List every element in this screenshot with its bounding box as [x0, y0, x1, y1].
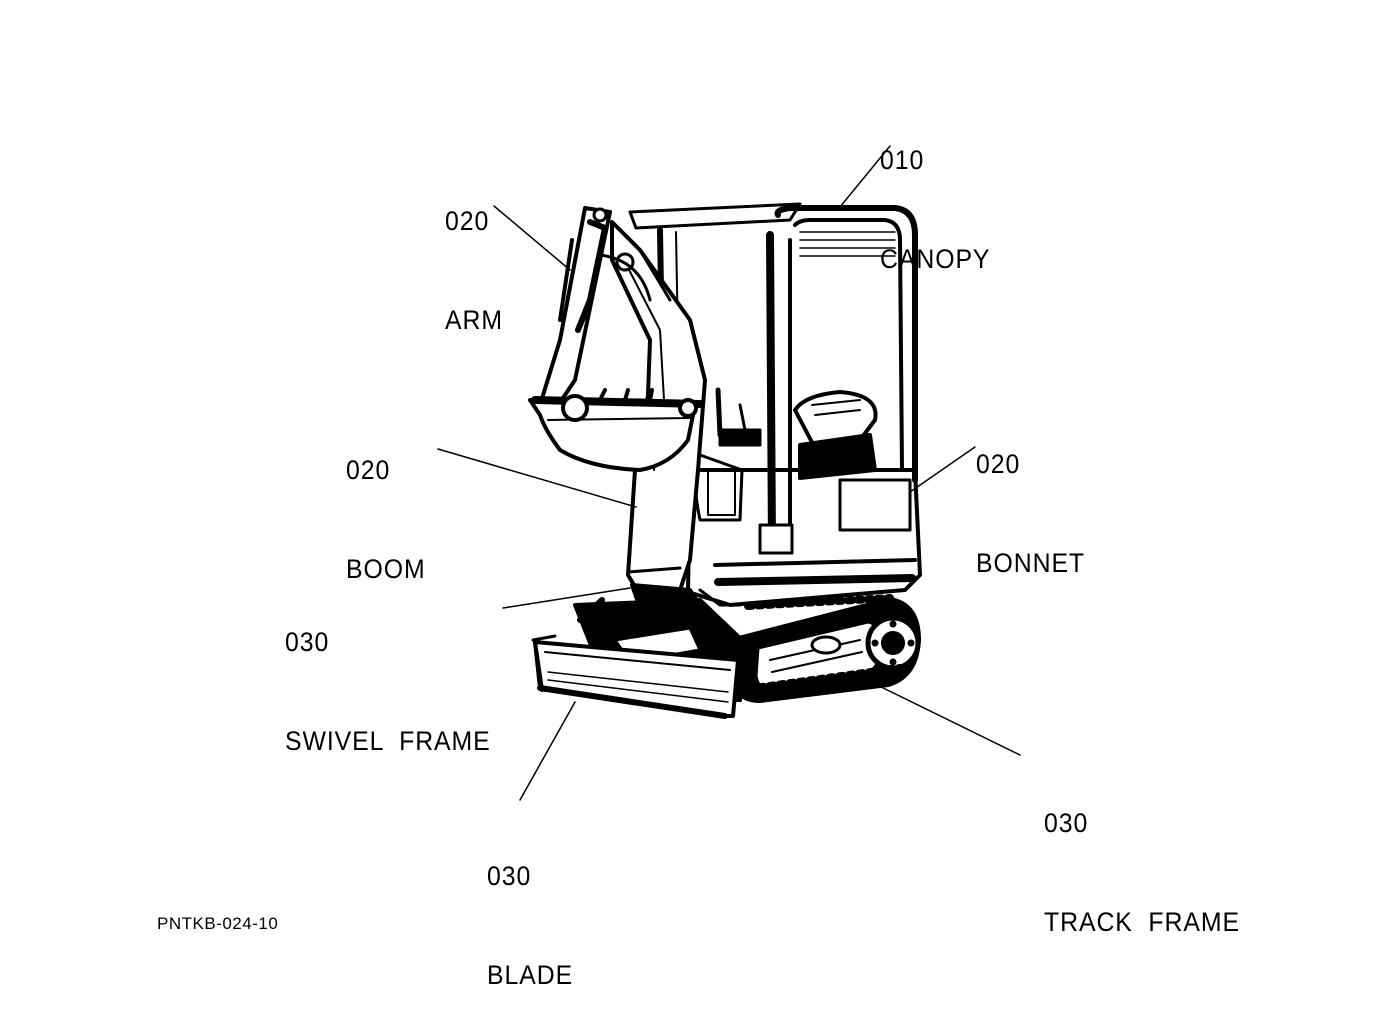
blade-leader-line [519, 701, 576, 801]
arm-callout: 020 ARM [445, 139, 503, 370]
blade-code: 030 [487, 861, 532, 891]
boom-leader-line [437, 448, 637, 508]
arm-drawing [528, 206, 704, 472]
track-frame-name: TRACK FRAME [1044, 907, 1240, 937]
canopy-code: 010 [880, 145, 925, 175]
boom-code: 020 [346, 455, 391, 485]
excavator-diagram [437, 145, 1021, 801]
bonnet-code: 020 [976, 449, 1021, 479]
swivel-frame-code: 030 [285, 627, 330, 657]
arm-code: 020 [445, 206, 490, 236]
canopy-leader-line [839, 145, 891, 208]
bonnet-leader-line [909, 446, 976, 493]
arm-name: ARM [445, 305, 503, 335]
canopy-name: CANOPY [880, 244, 991, 274]
canopy-callout: 010 CANOPY [880, 78, 990, 309]
boom-callout: 020 BOOM [346, 388, 426, 619]
leader-lines [437, 145, 1021, 801]
swivel-frame-leader-line [502, 587, 631, 609]
swivel-frame-name: SWIVEL FRAME [285, 726, 491, 756]
arm-leader-line [493, 205, 571, 271]
track-frame-callout: 030 TRACK FRAME [1044, 741, 1240, 972]
blade-callout: 030 BLADE [487, 794, 573, 1025]
blade-drawing [531, 634, 740, 719]
blade-name: BLADE [487, 960, 574, 990]
swivel-frame-callout: 030 SWIVEL FRAME [285, 560, 491, 791]
drawing-id: PNTKB-024-10 [157, 914, 279, 933]
bonnet-name: BONNET [976, 548, 1086, 578]
swivel-frame-drawing [686, 428, 922, 607]
track-frame-leader-line [872, 682, 1021, 756]
bonnet-callout: 020 BONNET [976, 382, 1085, 613]
track-frame-code: 030 [1044, 808, 1089, 838]
boom-name: BOOM [346, 554, 426, 584]
